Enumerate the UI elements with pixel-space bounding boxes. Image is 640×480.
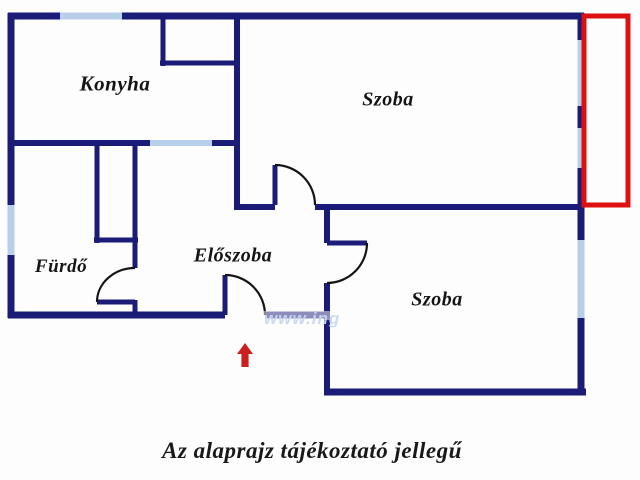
room-label-konyha: Konyha [79,71,151,96]
room-label-szoba-top: Szoba [362,88,414,111]
door-arc-furdo [95,266,136,303]
entrance-arrow-icon [237,343,253,367]
door-arc-entrance [224,273,267,316]
door-arc-szoba-bottom [326,242,369,285]
room-label-furdo: Fürdő [34,256,88,277]
room-label-eloszoba: Előszoba [193,244,273,267]
watermark-text: www.ing [264,309,341,328]
balcony-outline [581,13,631,208]
walls-group [7,12,586,396]
door-arc-szoba-top [274,163,317,206]
door-arcs-group [95,163,369,316]
door-leaves-group [97,165,367,315]
room-label-szoba-bottom: Szoba [411,288,463,311]
caption: Az alaprajz tájékoztató jellegű [162,438,462,463]
windows-group [7,12,585,318]
watermark-fade [262,311,340,320]
